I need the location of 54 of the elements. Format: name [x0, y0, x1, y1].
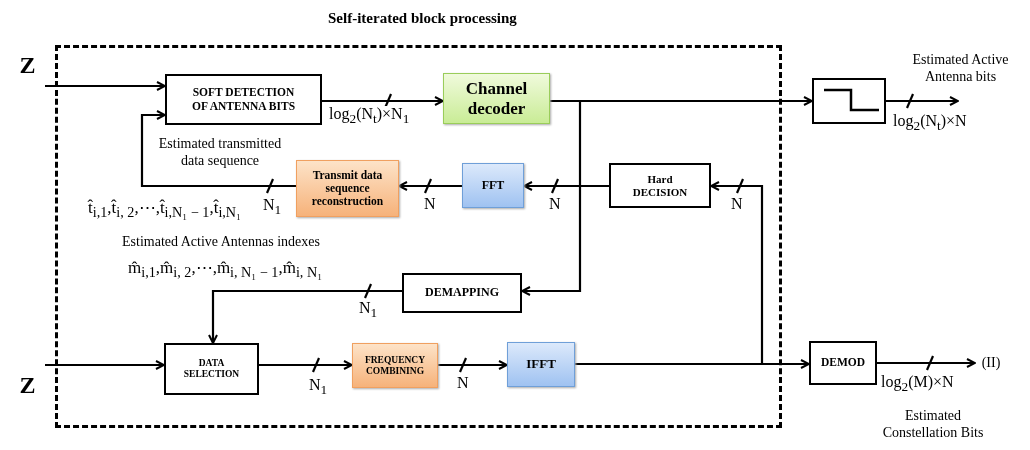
process-box: [164, 343, 259, 395]
frame-title: Self-iterated block processing: [328, 10, 517, 27]
arrow: [45, 81, 166, 91]
arrow: [438, 360, 508, 370]
block-label: Channel decoder: [464, 78, 529, 119]
block-label: SOFT DETECTION OF ANTENNA BITS: [190, 86, 297, 113]
process-box: [443, 73, 550, 124]
process-box: [352, 343, 438, 388]
process-box: [165, 74, 322, 125]
limiter-box: [812, 78, 886, 124]
arrow: [521, 99, 582, 296]
edge-label: log$_{2}$(N$_{t}$)×N$_{1}$: [328, 106, 411, 126]
edge-label: N: [423, 196, 437, 212]
process-box: [462, 163, 524, 208]
arrow: [398, 181, 462, 191]
arrow: [322, 96, 444, 106]
process-box: [507, 342, 575, 387]
signal-label: Z: [10, 52, 45, 86]
annotation-text: Estimated transmitted data sequence: [157, 136, 283, 170]
signal-label: (II): [975, 353, 1007, 373]
edge-label: N: [548, 196, 562, 212]
arrow: [575, 181, 764, 366]
block-label: DEMOD: [819, 356, 867, 370]
block-label: IFFT: [525, 357, 557, 372]
block-label: FFT: [480, 178, 506, 193]
edge-label: N: [456, 375, 470, 391]
arrow: [259, 360, 353, 370]
block-label: FREQUENCY COMBINING: [363, 354, 427, 377]
annotation-text: t̂$_{i,1}$,t̂$_{i, 2}$,⋯,t̂$_{i,N₁ − 1}$,t̂$_{i,N₁}$: [88, 198, 241, 222]
process-box: [609, 163, 711, 208]
annotation-text: Estimated Active Antennas indexes: [122, 234, 320, 251]
process-box: [809, 341, 877, 385]
arrow: [523, 181, 609, 191]
arrow: [877, 358, 976, 368]
block-label: DATA SELECTION: [182, 358, 241, 380]
annotation-text: m̂$_{i,1}$,m̂$_{i, 2}$,⋯,m̂$_{i, N₁ − 1}$,m̂$_{i, N₁}$: [128, 258, 323, 282]
process-box: [296, 160, 399, 217]
arrow: [140, 110, 296, 188]
block-label: DEMAPPING: [424, 286, 500, 300]
arrow: [208, 289, 402, 344]
annotation-text: Estimated Active Antenna bits: [911, 52, 1010, 86]
edge-label: log$_{2}$(N$_{t}$)×N: [892, 113, 968, 133]
edge-label: N$_{1}$: [308, 377, 329, 397]
edge-label: N$_{1}$: [262, 197, 283, 217]
block-label: Transmit data sequence reconstruction: [310, 168, 385, 209]
annotation-text: Estimated Constellation Bits: [881, 408, 985, 442]
process-box: [402, 273, 522, 313]
signal-label: Z: [10, 365, 45, 400]
arrow: [45, 360, 165, 370]
edge-label: log$_{2}$(M)×N: [880, 374, 955, 394]
edge-label: N$_{1}$: [358, 300, 379, 320]
arrow: [886, 96, 959, 106]
edge-label: N: [730, 196, 744, 212]
block-label: Hard DECISION: [631, 172, 689, 199]
